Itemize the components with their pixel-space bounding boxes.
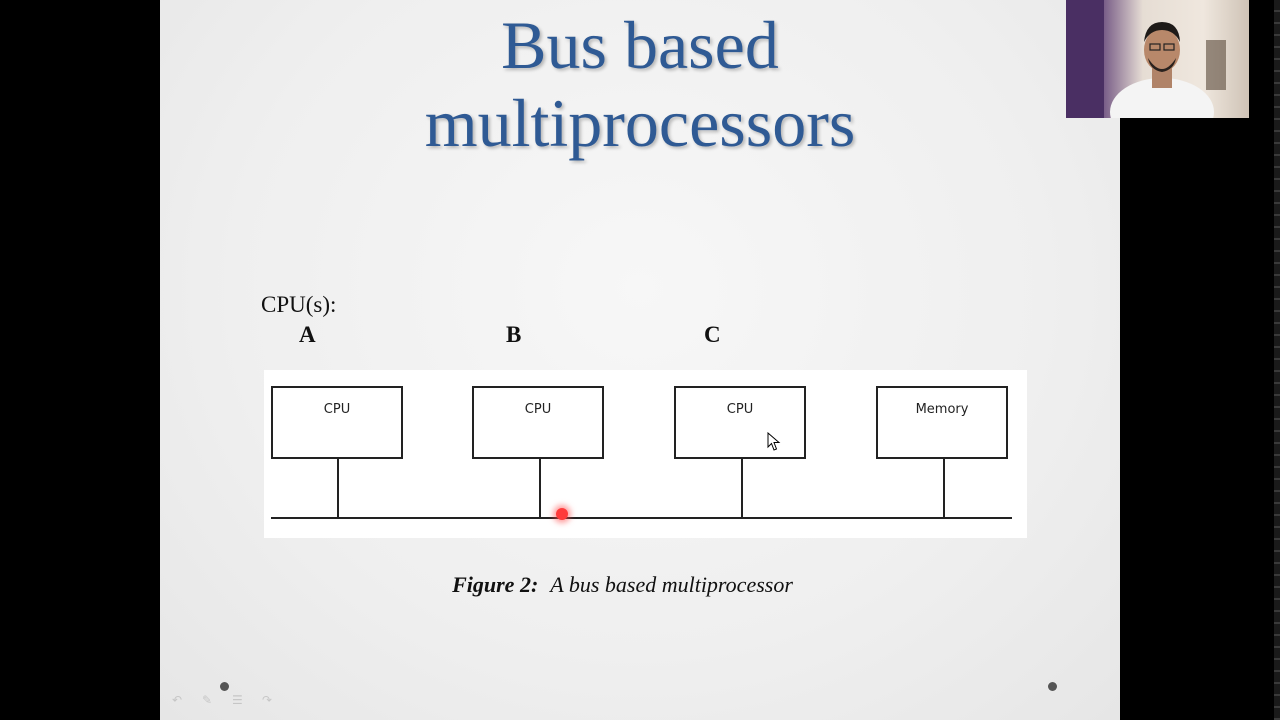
cpu-box-b: CPU bbox=[472, 386, 604, 459]
slideshow-toolbar: ↶ ✎ ☰ ↷ bbox=[172, 694, 278, 710]
presenter-webcam bbox=[1066, 0, 1249, 118]
pen-icon[interactable]: ✎ bbox=[202, 693, 213, 707]
cpu-letter-b: B bbox=[506, 322, 522, 347]
slide-nav-left-dot[interactable] bbox=[220, 682, 229, 691]
cpu-box-a: CPU bbox=[271, 386, 403, 459]
caption-label: Figure 2: bbox=[452, 572, 539, 597]
memory-box: Memory bbox=[876, 386, 1008, 459]
title-line-1: Bus based bbox=[501, 7, 779, 83]
presenter-video-icon bbox=[1066, 0, 1226, 118]
cpus-label: CPU(s): bbox=[261, 292, 337, 317]
slide-title: Bus based multiprocessors bbox=[160, 6, 1120, 162]
bus-connector-memory bbox=[943, 459, 945, 518]
bus-connector-b bbox=[539, 459, 541, 518]
cpu-box-c: CPU bbox=[674, 386, 806, 459]
previous-icon[interactable]: ↶ bbox=[172, 693, 183, 707]
right-edge-strip bbox=[1274, 0, 1280, 720]
bus-connector-a bbox=[337, 459, 339, 518]
figure-caption: Figure 2: A bus based multiprocessor bbox=[160, 572, 1085, 598]
system-bus-line bbox=[271, 517, 1012, 519]
caption-text: A bus based multiprocessor bbox=[550, 572, 793, 597]
slide: Bus based multiprocessors CPU(s): A B C … bbox=[160, 0, 1120, 720]
title-line-2: multiprocessors bbox=[424, 85, 856, 161]
cpu-letter-a: A bbox=[299, 322, 316, 347]
bus-connector-c bbox=[741, 459, 743, 518]
mouse-cursor-icon bbox=[767, 432, 781, 451]
menu-icon[interactable]: ☰ bbox=[232, 693, 243, 707]
bus-diagram: CPU CPU CPU Memory bbox=[264, 370, 1027, 538]
cpu-letter-c: C bbox=[704, 322, 721, 347]
laser-pointer-icon bbox=[556, 508, 568, 520]
next-icon[interactable]: ↷ bbox=[262, 693, 273, 707]
slide-nav-right-dot[interactable] bbox=[1048, 682, 1057, 691]
